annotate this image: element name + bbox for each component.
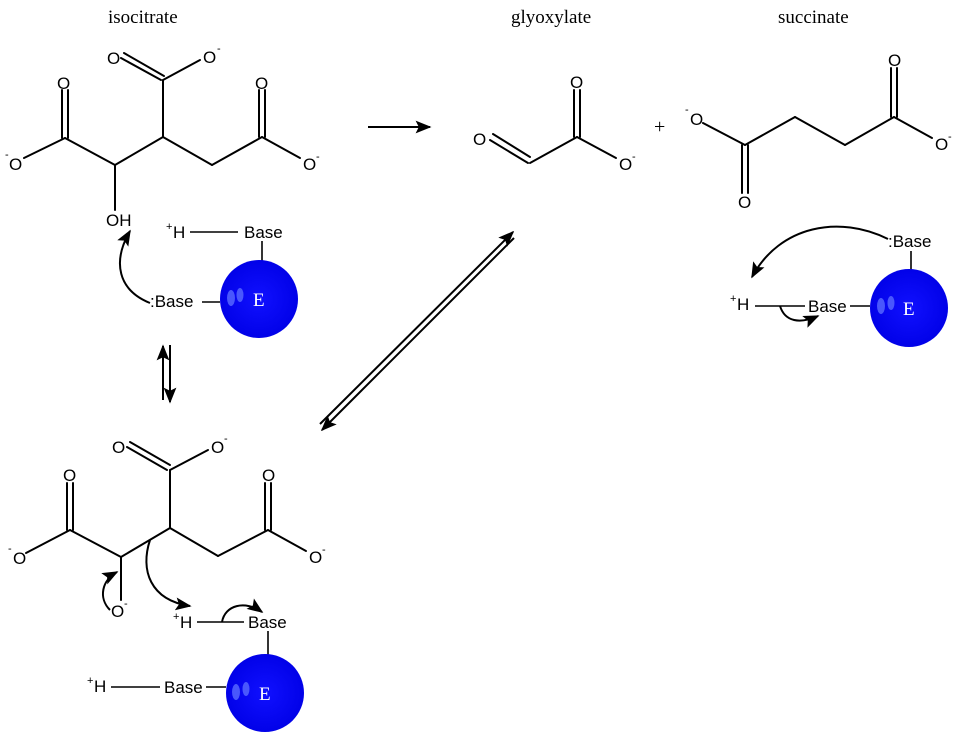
atom-o-minus: O: [211, 438, 224, 457]
svg-text:-: -: [224, 433, 228, 445]
atom-h-plus: H: [180, 613, 192, 632]
atom-o: O: [473, 130, 486, 149]
atom-h-plus: H: [94, 677, 106, 696]
enzyme-base: Base: [248, 613, 287, 632]
enzyme-label: E: [253, 290, 265, 311]
atom-o: O: [112, 438, 125, 457]
svg-text:-: -: [316, 151, 320, 163]
atom-o: O: [738, 193, 751, 212]
title-succinate: succinate: [778, 7, 849, 28]
enzyme-base: Base: [244, 223, 283, 242]
atom-o: O: [888, 51, 901, 70]
atom-o: O: [107, 49, 120, 68]
enzyme-ball: E: [220, 260, 298, 338]
enzyme-base-lone-pair: :Base: [150, 292, 193, 311]
atom-o-minus: O: [13, 549, 26, 568]
svg-text:-: -: [948, 131, 952, 143]
enzyme-base-lone-pair: :Base: [888, 232, 931, 251]
atom-o-minus: O: [111, 602, 124, 621]
enzyme-ball: E: [226, 654, 304, 732]
atom-o: O: [63, 466, 76, 485]
alkoxide-intermediate-structure: [25, 441, 307, 601]
atom-o: O: [255, 74, 268, 93]
enzyme-base: Base: [808, 297, 847, 316]
svg-text:-: -: [685, 104, 689, 116]
svg-text:-: -: [5, 149, 9, 161]
curved-arrow-icon: [221, 598, 264, 623]
svg-text:-: -: [632, 151, 636, 163]
svg-text:+: +: [173, 611, 179, 623]
atom-o-minus: O: [690, 110, 703, 129]
atom-o: O: [57, 74, 70, 93]
svg-text:-: -: [8, 543, 12, 555]
plus-sign: +: [654, 116, 665, 138]
glyoxylate-structure: [489, 89, 617, 164]
equilibrium-arrows-vertical-icon: [156, 344, 177, 404]
curved-arrow-icon: [751, 225, 889, 279]
svg-text:+: +: [87, 675, 93, 687]
enzyme-ball: E: [870, 269, 948, 347]
equilibrium-arrows-diagonal-icon: [319, 230, 515, 432]
curved-arrow-icon: [145, 539, 192, 611]
svg-text:+: +: [166, 221, 172, 233]
title-glyoxylate: glyoxylate: [511, 7, 591, 28]
atom-h-plus: H: [173, 223, 185, 242]
isocitrate-structure: [23, 52, 301, 211]
atom-o: O: [570, 73, 583, 92]
succinate-structure: [702, 67, 933, 194]
atom-o-minus: O: [303, 155, 316, 174]
enzyme-base: Base: [164, 678, 203, 697]
curved-arrow-icon: [101, 571, 119, 611]
atom-o-minus: O: [203, 48, 216, 67]
atom-o: O: [262, 466, 275, 485]
svg-text:-: -: [124, 598, 128, 610]
svg-text:-: -: [322, 544, 326, 556]
atom-h-plus: H: [737, 295, 749, 314]
curved-arrow-icon: [117, 229, 151, 304]
atom-oh: OH: [106, 211, 132, 230]
svg-text:-: -: [217, 43, 221, 55]
atom-o-minus: O: [619, 155, 632, 174]
curved-arrow-icon: [779, 305, 820, 328]
enzyme-label: E: [259, 684, 271, 705]
atom-o-minus: O: [9, 155, 22, 174]
title-isocitrate: isocitrate: [108, 7, 178, 28]
svg-text:+: +: [730, 293, 736, 305]
atom-o-minus: O: [935, 135, 948, 154]
atom-o-minus: O: [309, 548, 322, 567]
enzyme-label: E: [903, 299, 915, 320]
